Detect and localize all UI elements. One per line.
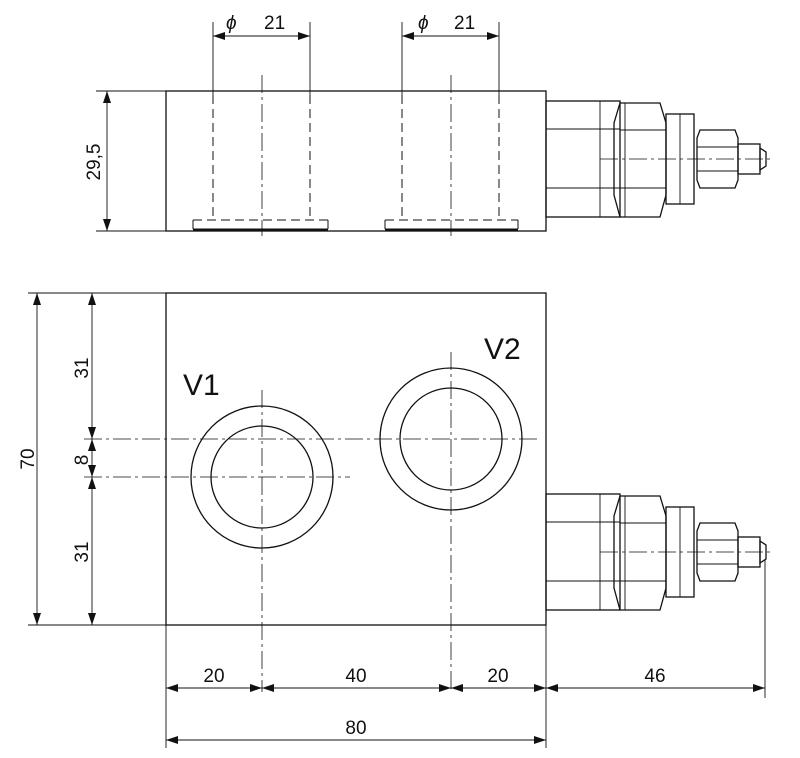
front-view-block-outline [165, 292, 547, 626]
port-diameter-left: 21 [264, 13, 285, 34]
bottom-dim-3: 20 [487, 666, 508, 687]
port-label-v2: V2 [484, 333, 521, 366]
top-view: ϕ 21 ϕ 21 29,5 [84, 13, 770, 236]
front-view: 70 31 8 31 20 40 20 46 80 V1 V2 [18, 292, 770, 748]
front-bottom-dimensions [165, 560, 766, 748]
bottom-dim-1: 20 [203, 666, 224, 687]
upper-dim: 31 [72, 357, 93, 378]
bottom-dim-2: 40 [345, 666, 366, 687]
top-cartridge-valve [545, 100, 767, 218]
total-width-dim: 80 [345, 718, 366, 739]
top-dimensions [96, 22, 500, 232]
overall-height-dim: 70 [18, 448, 39, 469]
lower-dim: 31 [72, 541, 93, 562]
diameter-symbol-right: ϕ [418, 13, 429, 34]
middle-dim: 8 [72, 455, 93, 466]
top-view-hidden-bores [192, 95, 519, 232]
top-height-dim: 29,5 [84, 144, 105, 181]
port-diameter-right: 21 [454, 13, 475, 34]
front-left-dimensions [28, 292, 166, 626]
diameter-symbol-left: ϕ [226, 13, 237, 34]
port-label-v1: V1 [183, 369, 220, 402]
front-cartridge-valve [545, 493, 767, 611]
bottom-dim-4: 46 [644, 666, 665, 687]
top-view-block-outline [165, 90, 547, 232]
